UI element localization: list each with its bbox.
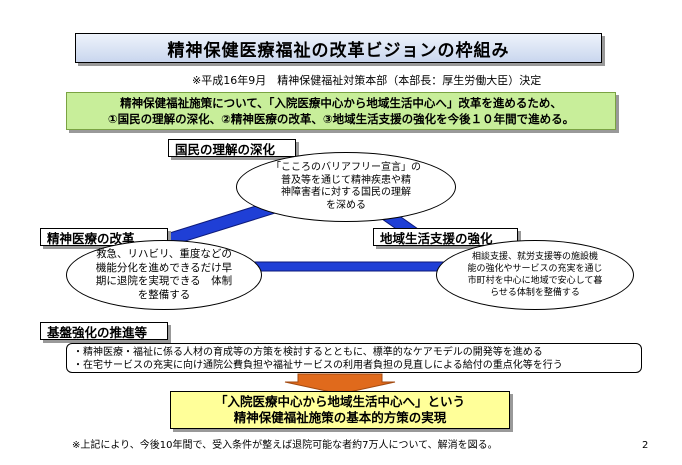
pillar-understanding-line: 普及等を通じて精神疾患や精 <box>281 174 411 186</box>
pillar-understanding-line: 「こころのバリアフリー宣言」の <box>271 162 421 173</box>
pillar-understanding-label: 国民の理解の深化 <box>168 139 296 157</box>
down-arrow <box>284 373 396 395</box>
intro-line-2: ①国民の理解の深化、②精神医療の改革、③地域生活支援の強化を今後１０年間で進める… <box>107 112 575 126</box>
page-title-text: 精神保健医療福祉の改革ビジョンの枠組み <box>167 40 510 61</box>
pillar-understanding-oval: 「こころのバリアフリー宣言」の 普及等を通じて精神疾患や精 神障害者に対する国民… <box>236 152 456 222</box>
pillar-medical-label-text: 精神医療の改革 <box>47 230 135 246</box>
pillar-medical-line: 期に退院を実現できる 体制 <box>95 275 233 287</box>
foundation-label-text: 基盤強化の推進等 <box>47 324 148 340</box>
pillar-community-line: 能の強化やサービスの充実を通じ <box>467 264 603 274</box>
foundation-bullet: ・在宅サービスの充実に向け通院公費負担や福祉サービスの利用者負担の見直しによる給… <box>73 360 563 371</box>
pillar-medical-line: 機能分化を進めできるだけ早 <box>95 261 233 274</box>
pillar-community-line: らせる体制を整備する <box>490 288 580 298</box>
foundation-bullet: ・精神医療・福祉に係る人材の育成等の方策を検討するとともに、標準的なケアモデルの… <box>73 347 543 358</box>
pillar-understanding-label-text: 国民の理解の深化 <box>175 141 276 157</box>
pillar-medical-line: を整備する <box>137 288 191 301</box>
footnote: ※上記により、今後10年間で、受入条件が整えば退院可能な者約7万人について、解消… <box>72 440 498 451</box>
foundation-label: 基盤強化の推進等 <box>40 322 168 340</box>
result-box: 「入院医療中心から地域生活中心へ」という 精神保健福祉施策の基本的方策の実現 <box>170 391 510 429</box>
pillar-medical-oval: 救急、リハビリ、重度などの 機能分化を進めできるだけ早 期に退院を実現できる 体… <box>66 240 262 310</box>
intro-line-1: 精神保健福祉施策について、「入院医療中心から地域生活中心へ」改革を進めるため、 <box>120 96 562 110</box>
pillar-medical-line: 救急、リハビリ、重度などの <box>96 248 232 260</box>
intro-box: 精神保健福祉施策について、「入院医療中心から地域生活中心へ」改革を進めるため、 … <box>66 92 616 130</box>
pillar-understanding-line: 神障害者に対する国民の理解 <box>281 187 411 198</box>
pillar-community-label: 地域生活支援の強化 <box>373 228 518 246</box>
pillar-community-line: 相談支援、就労支援等の施設機 <box>471 252 598 262</box>
result-line-1: 「入院医療中心から地域生活中心へ」という <box>214 394 465 409</box>
pillar-community-oval: 相談支援、就労支援等の施設機 能の強化やサービスの充実を通じ 市町村を中心に地域… <box>436 240 634 310</box>
decision-note: ※平成16年9月 精神保健福祉対策本部（本部長：厚生労働大臣）決定 <box>192 74 542 87</box>
connector-bottom <box>252 261 449 272</box>
foundation-bullets: ・精神医療・福祉に係る人材の育成等の方策を検討するとともに、標準的なケアモデルの… <box>66 343 642 373</box>
pillar-community-line: 市町村を中心に地域で安心して暮 <box>467 276 603 286</box>
page-title: 精神保健医療福祉の改革ビジョンの枠組み <box>75 33 602 63</box>
pillar-understanding-line: を深める <box>326 199 366 211</box>
page-number: 2 <box>642 440 649 451</box>
result-line-2: 精神保健福祉施策の基本的方策の実現 <box>233 410 447 425</box>
pillar-community-label-text: 地域生活支援の強化 <box>380 230 493 246</box>
